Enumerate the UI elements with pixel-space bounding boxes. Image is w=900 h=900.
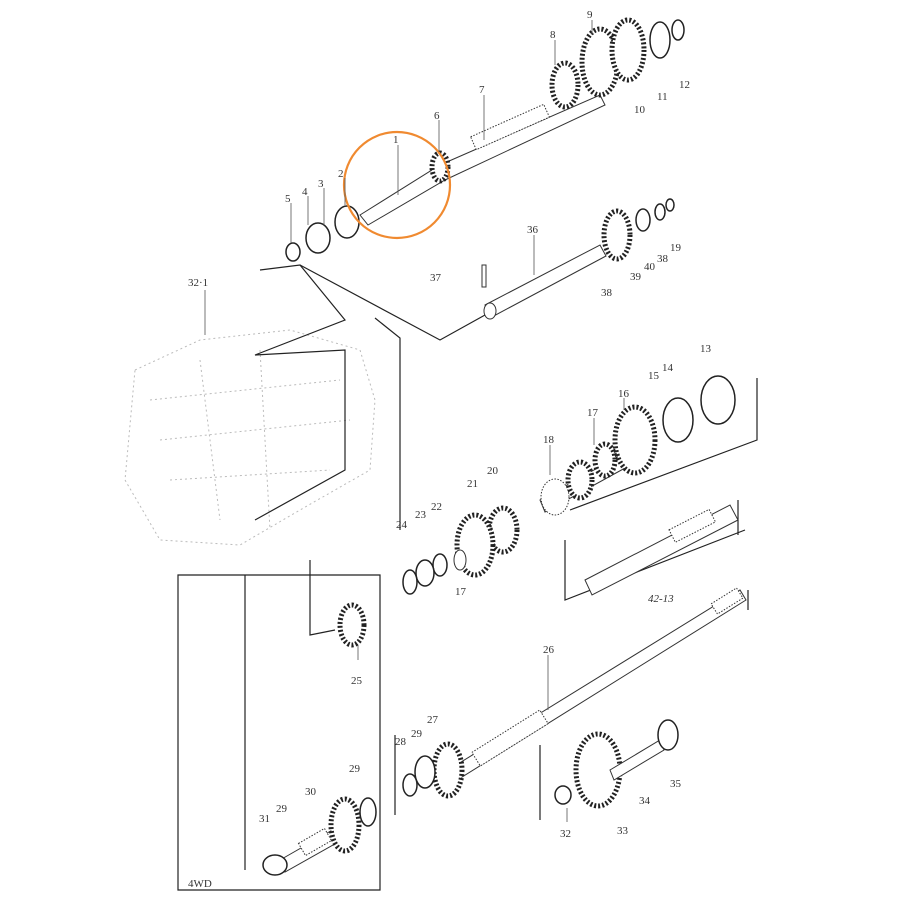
- part-label: 31: [259, 813, 270, 825]
- part-label: 40: [644, 261, 656, 273]
- part-label: 23: [415, 509, 427, 521]
- part-label: 21: [467, 478, 478, 490]
- part-label: 38: [657, 253, 669, 265]
- part-label: 17: [455, 586, 467, 598]
- part-label: 25: [351, 675, 363, 687]
- part-label: 19: [670, 242, 682, 254]
- part-label: 6: [434, 110, 440, 122]
- part-label: 17: [587, 407, 599, 419]
- part-label: 38: [601, 287, 613, 299]
- part-label: 12: [679, 79, 690, 91]
- part-label: 11: [657, 91, 668, 103]
- part-label: 32: [560, 828, 571, 840]
- part-label: 16: [618, 388, 630, 400]
- gear-25: [337, 602, 367, 648]
- transmission-housing: [124, 290, 376, 546]
- leader-lines: [290, 20, 625, 822]
- part-label: 24: [396, 519, 408, 531]
- part-label: 35: [670, 778, 682, 790]
- shaft-42-13: [584, 504, 739, 596]
- part-label: 10: [634, 104, 646, 116]
- part-label: 29: [411, 728, 423, 740]
- part-label: 26: [543, 644, 555, 656]
- part-label: 7: [479, 84, 485, 96]
- part-label: 22: [431, 501, 442, 513]
- part-label: 5: [285, 193, 291, 205]
- part-label: 13: [700, 343, 712, 355]
- part-label: 29: [349, 763, 361, 775]
- part-label: 30: [305, 786, 317, 798]
- part-label: 1: [393, 134, 399, 146]
- part-label: 28: [395, 736, 407, 748]
- part-label: 3: [318, 178, 324, 190]
- part-labels: 1 2 3 4 5 6 7 8 9 10 11 12 32·1 36 37 38…: [188, 9, 712, 890]
- part-label: 42-13: [648, 593, 674, 605]
- part-label: 29: [276, 803, 288, 815]
- part-label: 33: [617, 825, 629, 837]
- main-shaft-assembly: [402, 587, 747, 809]
- part-label: 36: [527, 224, 539, 236]
- part-label: 8: [550, 29, 556, 41]
- part-label: 4: [302, 186, 308, 198]
- part-label: 2: [338, 168, 344, 180]
- part-label: 14: [662, 362, 674, 374]
- part-label: 34: [639, 795, 651, 807]
- 4wd-assembly: [262, 796, 377, 876]
- part-label: 32·1: [188, 277, 208, 289]
- shaft-36-assembly: [481, 198, 675, 320]
- part-label: 9: [587, 9, 593, 21]
- part-label: 15: [648, 370, 660, 382]
- group-outlines: [177, 264, 758, 891]
- part-label: 39: [630, 271, 642, 283]
- part-label: 27: [427, 714, 439, 726]
- part-label: 37: [430, 272, 442, 284]
- part-label: 20: [487, 465, 499, 477]
- group-label-4wd: 4WD: [188, 878, 212, 890]
- part-label: 18: [543, 434, 555, 446]
- countershaft-assembly: [402, 375, 736, 595]
- highlight-circle: [342, 130, 452, 240]
